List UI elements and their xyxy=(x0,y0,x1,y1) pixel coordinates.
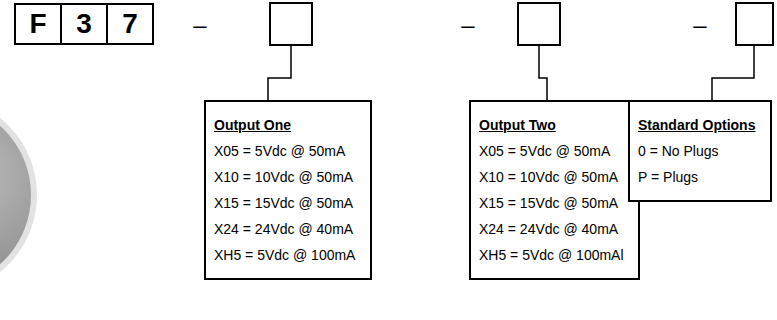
leader-line xyxy=(539,45,547,100)
option-item: XH5 = 5Vdc @ 100mAl xyxy=(479,242,624,268)
code-box: 3 xyxy=(60,3,108,45)
option-heading: Standard Options xyxy=(638,112,755,138)
empty-code-box xyxy=(736,3,773,45)
option-heading: Output One xyxy=(214,112,291,138)
empty-code-box xyxy=(518,3,560,45)
code-letter: 3 xyxy=(76,10,92,38)
separator-dash: – xyxy=(693,13,706,37)
option-item: X10 = 10Vdc @ 50mA xyxy=(479,164,618,190)
leader-line xyxy=(268,45,291,100)
separator-dash: – xyxy=(193,13,206,37)
option-item: X24 = 24Vdc @ 40mA xyxy=(479,216,618,242)
code-box: 7 xyxy=(106,3,154,45)
option-box: Standard Options0 = No PlugsP = Plugs xyxy=(628,100,772,202)
code-box: F xyxy=(14,3,62,45)
empty-code-box xyxy=(270,3,312,45)
option-item: P = Plugs xyxy=(638,164,698,190)
separator-dash: – xyxy=(461,13,474,37)
option-item: X15 = 15Vdc @ 50mA xyxy=(214,190,353,216)
leader-line xyxy=(712,45,754,100)
option-item: X24 = 24Vdc @ 40mA xyxy=(214,216,353,242)
option-box: Output TwoX05 = 5Vdc @ 50mAX10 = 10Vdc @… xyxy=(469,100,640,280)
product-photo xyxy=(0,99,34,291)
option-item: 0 = No Plugs xyxy=(638,138,719,164)
code-letter: F xyxy=(29,10,46,38)
option-item: X10 = 10Vdc @ 50mA xyxy=(214,164,353,190)
option-item: X05 = 5Vdc @ 50mA xyxy=(214,138,345,164)
option-box: Output OneX05 = 5Vdc @ 50mAX10 = 10Vdc @… xyxy=(204,100,372,280)
option-item: X05 = 5Vdc @ 50mA xyxy=(479,138,610,164)
option-item: X15 = 15Vdc @ 50mA xyxy=(479,190,618,216)
option-heading: Output Two xyxy=(479,112,556,138)
option-item: XH5 = 5Vdc @ 100mA xyxy=(214,242,355,268)
code-letter: 7 xyxy=(122,10,138,38)
